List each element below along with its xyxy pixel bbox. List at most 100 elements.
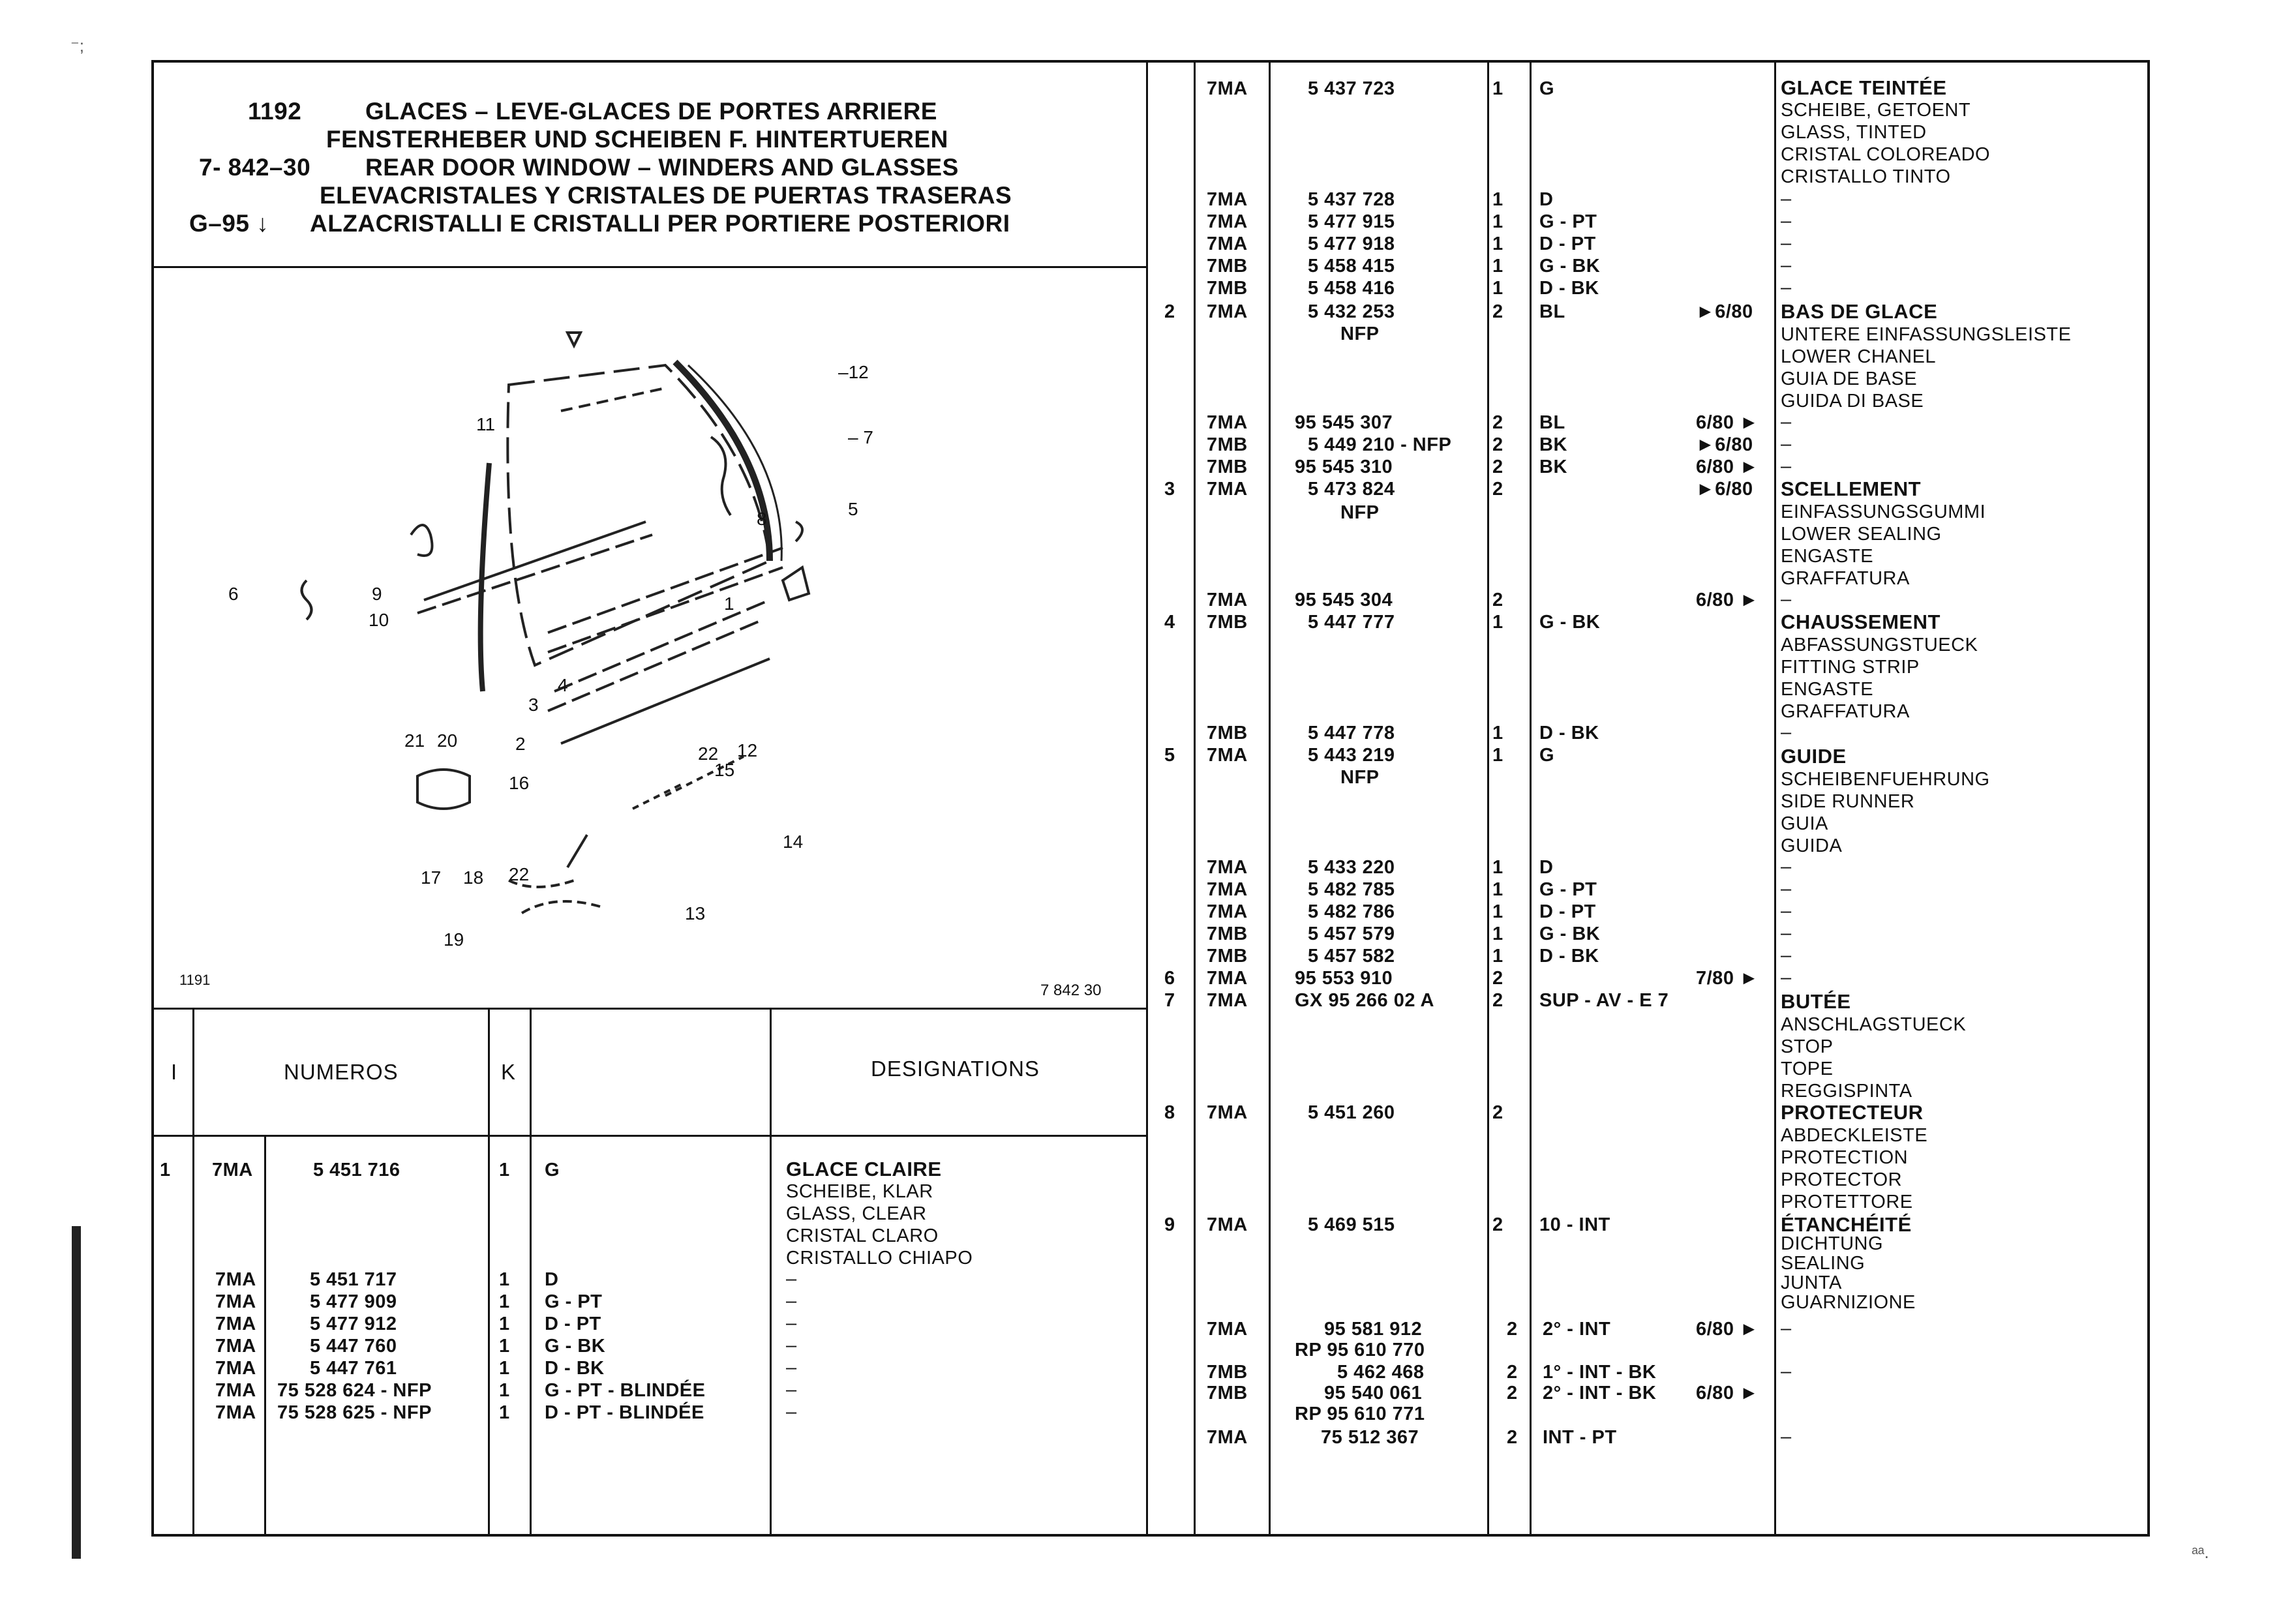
model-code: 7MA	[1207, 857, 1248, 878]
qty: 2	[1492, 590, 1503, 610]
qty: 2	[1492, 434, 1503, 455]
model-code: 7MA	[1207, 211, 1248, 232]
callout-11: 11	[476, 414, 495, 434]
callout-2: 2	[515, 734, 526, 754]
designation-dash: –	[1781, 1361, 1792, 1382]
col-header-designations: DESIGNATIONS	[871, 1057, 1040, 1081]
part-number: 5 482 786	[1308, 901, 1395, 922]
qty: 1	[499, 1314, 510, 1334]
callout-14: 14	[783, 832, 803, 852]
col-line	[264, 1135, 266, 1536]
designation-es: ENGASTE	[1781, 679, 1874, 700]
model-code: 7MA	[1207, 233, 1248, 254]
qty: 2	[1507, 1319, 1518, 1340]
designation-en: GLASS, TINTED	[1781, 122, 1927, 143]
diagram-divider	[151, 1008, 1146, 1010]
designation-en: GLASS, CLEAR	[786, 1203, 927, 1224]
designation-main: BUTÉE	[1781, 990, 1851, 1013]
part-number: 5 462 468	[1337, 1362, 1425, 1383]
qty: 1	[1492, 256, 1503, 277]
part-number-suffix: NFP	[1340, 767, 1380, 788]
date-range: ►6/80	[1696, 301, 1753, 322]
part-number: 5 437 723	[1308, 78, 1395, 99]
callout-16: 16	[509, 773, 529, 793]
part-number: 5 457 582	[1308, 946, 1395, 967]
variant-code: D	[545, 1269, 559, 1290]
variant-code: G	[545, 1160, 560, 1180]
part-number: 5 437 728	[1308, 189, 1395, 210]
designation-dash: –	[1781, 879, 1792, 899]
designation-en: LOWER SEALING	[1781, 524, 1942, 545]
part-number: 95 545 310	[1295, 457, 1393, 477]
qty: 2	[1492, 1102, 1503, 1123]
model-code: 7MA	[215, 1269, 256, 1290]
title-prefix-3: 7- 842–30	[199, 154, 311, 181]
part-number: 5 477 915	[1308, 211, 1395, 232]
callout-8: 8	[757, 509, 767, 529]
qty: 1	[499, 1358, 510, 1379]
part-number-suffix: NFP	[1340, 323, 1380, 344]
designation-it: PROTETTORE	[1781, 1192, 1913, 1212]
designation-dash: –	[1781, 856, 1792, 877]
part-number: 5 477 909	[310, 1291, 397, 1312]
part-number: 5 432 253	[1308, 301, 1395, 322]
qty: 1	[1492, 78, 1503, 99]
qty: 2	[1492, 301, 1503, 322]
header-divider-left	[151, 1135, 1146, 1137]
model-code: 7MA	[1207, 412, 1248, 433]
qty: 1	[499, 1160, 510, 1180]
model-code: 7MA	[1207, 590, 1248, 610]
variant-code: D - BK	[1539, 946, 1599, 967]
row-index: 1	[160, 1160, 171, 1180]
side-runner	[672, 359, 773, 562]
title-divider	[151, 266, 1146, 268]
designation-de: ABFASSUNGSTUECK	[1781, 635, 1978, 655]
qty: 1	[1492, 857, 1503, 878]
variant-code: D - PT	[1539, 233, 1596, 254]
model-code: 7MA	[1207, 1214, 1248, 1235]
designation-en: SEALING	[1781, 1253, 1865, 1274]
col-line	[1774, 60, 1776, 1537]
designation-de: EINFASSUNGSGUMMI	[1781, 502, 1986, 522]
designation-de: SCHEIBE, GETOENT	[1781, 100, 1971, 121]
part-number: 95 540 061	[1324, 1383, 1423, 1404]
part-number: 5 443 219	[1308, 745, 1395, 766]
scan-binding-mark	[72, 1226, 81, 1559]
diagram-ref-right: 7 842 30	[1040, 982, 1102, 999]
model-code: 7MB	[1207, 723, 1248, 743]
designation-it: GUIDA DI BASE	[1781, 391, 1924, 412]
designation-dash: –	[786, 1269, 797, 1289]
designation-dash: –	[1781, 456, 1792, 477]
designation-es: PROTECTOR	[1781, 1169, 1903, 1190]
model-code: 7MA	[1207, 301, 1248, 322]
variant-code: BK	[1539, 434, 1567, 455]
designation-dash: –	[1781, 722, 1792, 743]
model-code: 7MA	[215, 1291, 256, 1312]
date-range: 6/80 ►	[1696, 590, 1759, 610]
variant-code: D - BK	[1539, 278, 1599, 299]
designation-es: TOPE	[1781, 1059, 1834, 1079]
title-line-de: FENSTERHEBER UND SCHEIBEN F. HINTERTUERE…	[326, 126, 948, 153]
model-code: 7MA	[1207, 990, 1248, 1011]
scan-speck-mark: ⁻;	[70, 36, 84, 55]
qty: 2	[1492, 968, 1503, 989]
designation-dash: –	[786, 1379, 797, 1400]
row-index: 9	[1164, 1214, 1175, 1235]
part-number: 75 512 367	[1321, 1427, 1419, 1448]
model-code: 7MB	[1207, 256, 1248, 277]
row-index: 5	[1164, 745, 1175, 766]
designation-dash: –	[786, 1357, 797, 1378]
row-index: 2	[1164, 301, 1175, 322]
part-number: 95 553 910	[1295, 968, 1393, 989]
date-range: 6/80 ►	[1696, 1319, 1759, 1340]
designation-es: CRISTAL CLARO	[786, 1225, 939, 1246]
title-line-en: REAR DOOR WINDOW – WINDERS AND GLASSES	[365, 154, 959, 181]
variant-code: D - PT	[1539, 901, 1596, 922]
part-number: 5 451 260	[1308, 1102, 1395, 1123]
col-line	[530, 1008, 532, 1536]
callout-7: – 7	[848, 427, 873, 447]
part-number: GX 95 266 02 A	[1295, 990, 1434, 1011]
designation-it: GRAFFATURA	[1781, 701, 1910, 722]
variant-code: G	[1539, 78, 1555, 99]
part-number: 5 447 761	[310, 1358, 397, 1379]
